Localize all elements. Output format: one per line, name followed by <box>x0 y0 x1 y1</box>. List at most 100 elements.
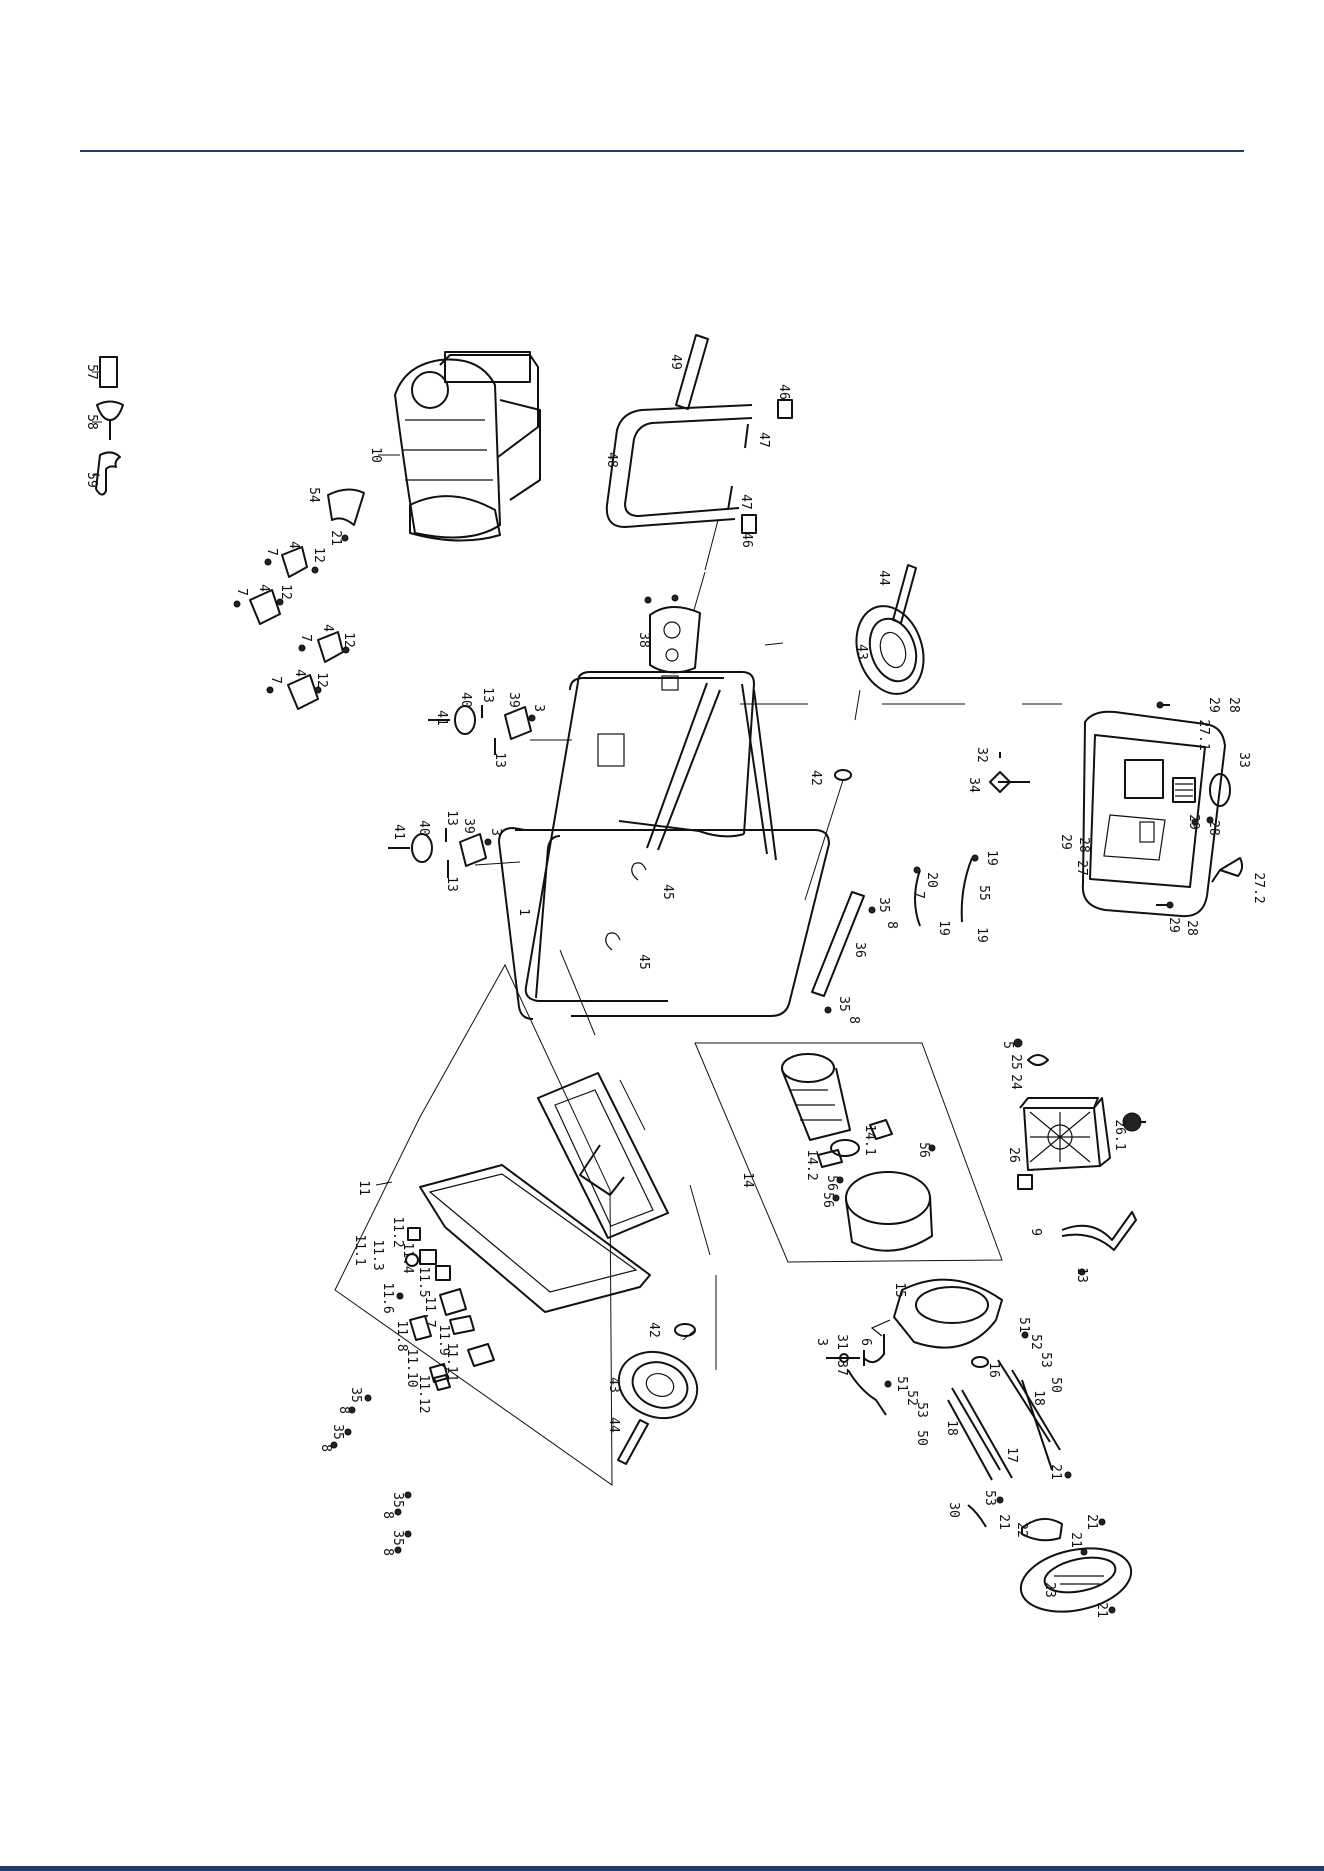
callout-49: 49 <box>668 354 683 370</box>
foot-mount-lower <box>388 828 521 878</box>
callout-7-c: 7 <box>298 634 313 642</box>
callout-35-a: 35 <box>876 897 891 913</box>
callout-11-5: 11.5 <box>416 1266 431 1297</box>
callout-56-a: 56 <box>916 1142 931 1158</box>
callout-21-engine: 21 <box>328 530 343 546</box>
mount-bracket-3 <box>298 631 350 663</box>
callout-11: 11 <box>356 1180 371 1196</box>
base-component-11-4 <box>419 1249 437 1265</box>
tie-bolts <box>947 1356 1061 1481</box>
cover-bracket-22 <box>1021 1517 1063 1542</box>
callout-1: 1 <box>516 908 531 916</box>
callout-8-f: 8 <box>380 1548 395 1556</box>
callout-21-b: 21 <box>1048 1464 1063 1480</box>
callout-8-b: 8 <box>846 1016 861 1024</box>
callout-11-7: 11.7 <box>422 1296 437 1327</box>
alternator-outline <box>694 1042 1003 1263</box>
terminal-14-2 <box>817 1149 843 1168</box>
callout-11-6: 11.6 <box>380 1282 395 1313</box>
callout-13-lower-a: 13 <box>444 810 459 826</box>
callout-7-a: 7 <box>264 548 279 556</box>
callout-21-c: 21 <box>996 1514 1011 1530</box>
footer-rule <box>0 1866 1324 1871</box>
wheel-43-bottom <box>617 1350 699 1420</box>
callout-44-top: 44 <box>876 570 891 586</box>
callout-51-b: 51 <box>894 1376 909 1392</box>
callout-37: 37 <box>834 1360 849 1376</box>
callout-21-f: 21 <box>1094 1602 1109 1618</box>
mount-bracket-2 <box>233 589 284 625</box>
callout-12-c: 12 <box>341 632 356 648</box>
callout-56-b: 56 <box>824 1175 839 1191</box>
callout-55: 55 <box>976 885 991 901</box>
callout-41-upper: 41 <box>434 710 449 726</box>
frame-1 <box>498 671 830 1020</box>
callout-11-2: 11.2 <box>390 1216 405 1247</box>
callout-8-e: 8 <box>380 1511 395 1519</box>
callout-46-bottom: 46 <box>739 532 754 548</box>
callout-29-d: 29 <box>1166 917 1181 933</box>
callout-19-b: 19 <box>984 850 999 866</box>
callout-21-e: 21 <box>1068 1532 1083 1548</box>
callout-53-a: 53 <box>1038 1352 1053 1368</box>
callout-3-lower: 3 <box>488 828 503 836</box>
callout-32: 32 <box>974 747 989 763</box>
callout-38: 38 <box>636 632 651 648</box>
wheel-43-top <box>855 605 925 695</box>
handle-grip-49 <box>675 334 709 410</box>
callout-50-a: 50 <box>1048 1377 1063 1393</box>
callout-24: 24 <box>1008 1074 1023 1090</box>
callout-27-2: 27.2 <box>1251 872 1266 903</box>
fuel-hose-55 <box>960 854 979 923</box>
callout-43-bottom: 43 <box>606 1377 621 1393</box>
callout-35-f: 35 <box>390 1530 405 1546</box>
knob-26-1 <box>1122 1112 1146 1132</box>
axle-bolt-44-bottom <box>617 1419 649 1465</box>
callout-28-a: 28 <box>1226 697 1241 713</box>
callout-11-3: 11.3 <box>370 1239 385 1270</box>
washer-42-bottom <box>674 1323 696 1337</box>
callout-14-1: 14.1 <box>862 1124 877 1155</box>
callout-12-d: 12 <box>314 672 329 688</box>
callout-7-b: 7 <box>234 588 249 596</box>
callout-8-d: 8 <box>318 1444 333 1452</box>
foot-mount-upper <box>428 705 572 755</box>
callout-56-c: 56 <box>820 1192 835 1208</box>
callout-34: 34 <box>966 777 981 793</box>
callout-30: 30 <box>946 1502 961 1518</box>
tool-bracket-57 <box>92 356 118 388</box>
callout-3-upper: 3 <box>531 704 546 712</box>
callout-53-c: 53 <box>982 1490 997 1506</box>
callout-12-b: 12 <box>278 584 293 600</box>
callout-8-c: 8 <box>336 1406 351 1414</box>
callout-58: 58 <box>84 414 99 430</box>
handle-bolt-47-top <box>744 423 749 449</box>
callout-3-c: 3 <box>814 1338 829 1346</box>
callout-35-c: 35 <box>348 1387 363 1403</box>
callout-4-c: 4 <box>320 624 335 632</box>
callout-4-d: 4 <box>292 669 307 677</box>
callout-50-b: 50 <box>914 1430 929 1446</box>
callout-4-a: 4 <box>286 541 301 549</box>
callout-40-upper: 40 <box>458 692 473 708</box>
callout-54: 54 <box>306 487 321 503</box>
callout-39-lower: 39 <box>461 818 476 834</box>
callout-28-c: 28 <box>1076 837 1091 853</box>
callout-15: 15 <box>892 1282 907 1298</box>
base-component-11-3 <box>405 1253 419 1267</box>
callout-52-a: 52 <box>1028 1334 1043 1350</box>
callout-19-a: 19 <box>936 920 951 936</box>
end-housing-15 <box>870 1278 1003 1349</box>
callout-48: 48 <box>604 452 619 468</box>
callout-6: 6 <box>858 1338 873 1346</box>
callout-9: 9 <box>1028 1228 1043 1236</box>
callout-45-b: 45 <box>636 954 651 970</box>
callout-31: 31 <box>834 1334 849 1350</box>
washer-42-top <box>804 769 852 901</box>
callout-27: 27 <box>1074 860 1089 876</box>
callout-7-d: 7 <box>268 676 283 684</box>
base-component-11-9 <box>449 1315 475 1335</box>
handle-bolt-47-bottom <box>727 485 733 511</box>
callout-46-top: 46 <box>776 384 791 400</box>
